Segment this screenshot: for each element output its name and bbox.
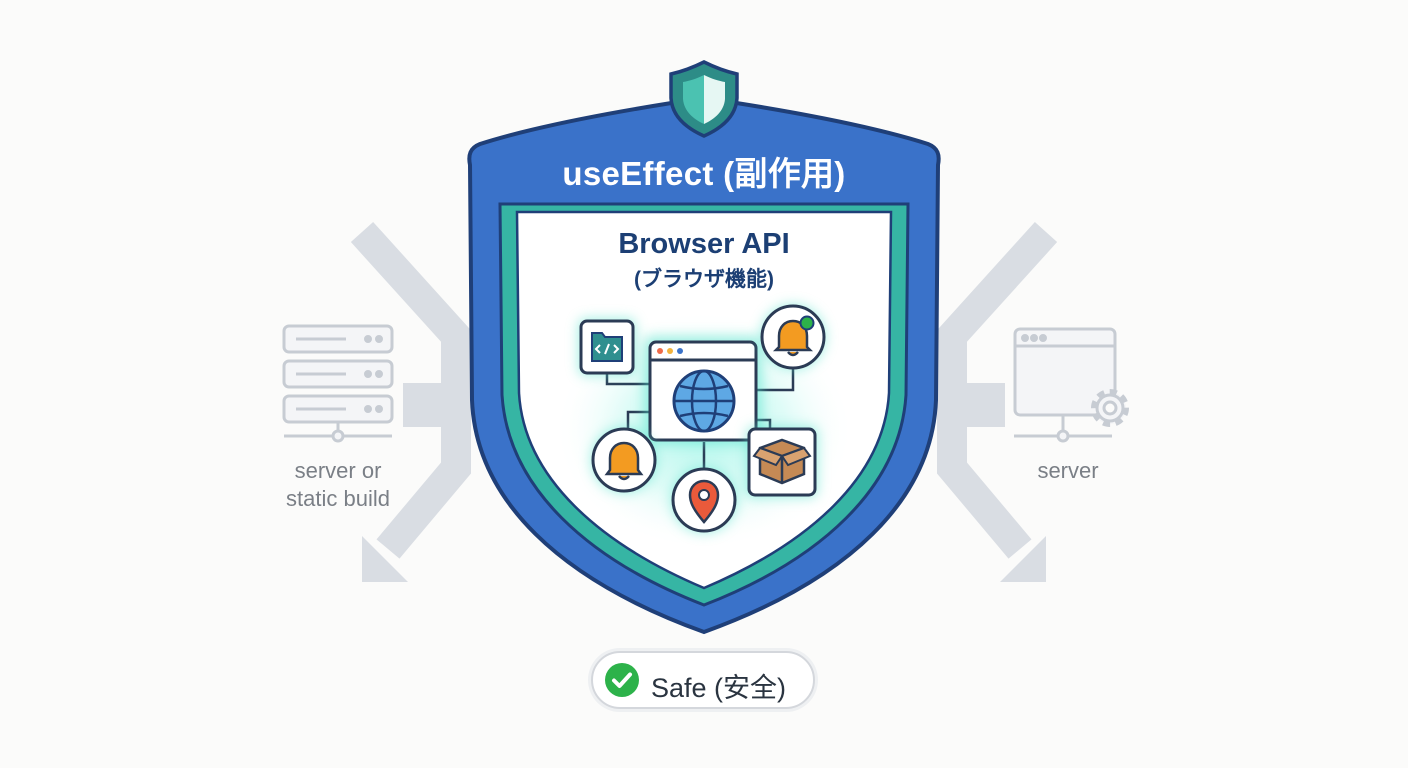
shield-badge-icon xyxy=(669,60,739,138)
right-source-label: server xyxy=(1037,458,1099,483)
location-pin-icon xyxy=(671,467,737,533)
server-stack-icon xyxy=(282,324,394,443)
safe-status-label: Safe (安全) xyxy=(651,673,787,703)
safe-status-badge: Safe (安全) xyxy=(591,651,815,709)
left-arrow xyxy=(350,221,471,582)
shield-title: useEffect (副作用) xyxy=(562,155,846,192)
server-window-gear-icon xyxy=(1013,327,1129,443)
code-folder-icon xyxy=(578,318,636,376)
notification-bell-icon xyxy=(760,304,826,370)
browser-api-subtitle: (ブラウザ機能) xyxy=(634,268,774,291)
package-box-icon xyxy=(746,426,818,498)
right-arrow xyxy=(937,221,1058,582)
bell-icon xyxy=(591,427,657,493)
left-label-line2: static build xyxy=(286,486,390,511)
left-source-label: server or static build xyxy=(258,457,418,513)
check-circle-icon xyxy=(605,663,639,697)
left-label-line1: server or xyxy=(294,458,382,483)
browser-globe-icon xyxy=(644,336,762,444)
browser-api-title: Browser API xyxy=(618,228,790,260)
